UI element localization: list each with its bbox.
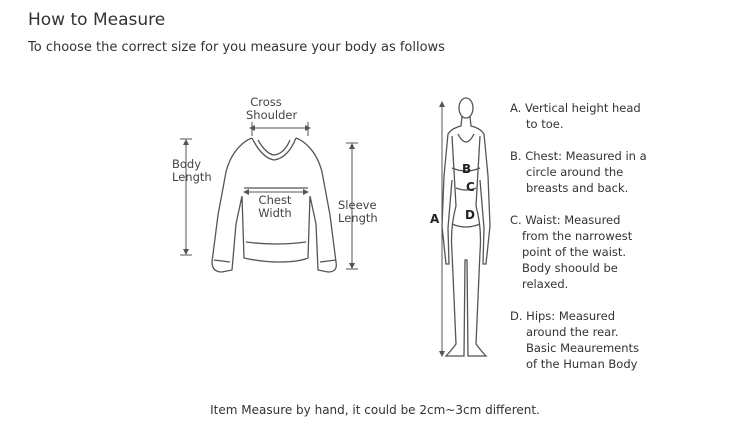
sleeve-length-label: Sleeve Length bbox=[338, 198, 378, 225]
letter-d: D bbox=[465, 208, 475, 222]
note-d: D. Hips: Measured around the rear. Basic… bbox=[510, 309, 640, 371]
letter-c: C bbox=[466, 180, 475, 194]
footer-note: Item Measure by hand, it could be 2cm~3c… bbox=[210, 403, 540, 417]
note-c: C. Waist: Measured from the narrowest po… bbox=[510, 213, 633, 291]
cross-shoulder-label: Cross Shoulder bbox=[246, 95, 298, 122]
letter-b: B bbox=[462, 162, 472, 176]
page-subtitle: To choose the correct size for you measu… bbox=[28, 40, 445, 55]
note-a: A. Vertical height head to toe. bbox=[510, 101, 641, 131]
body-length-label: Body Length bbox=[172, 157, 212, 184]
human-figure bbox=[441, 97, 491, 357]
letter-a: A bbox=[430, 212, 440, 226]
note-b: B. Chest: Measured in a circle around th… bbox=[510, 149, 647, 195]
page-title: How to Measure bbox=[28, 10, 166, 30]
chest-width-label: Chest Width bbox=[258, 193, 292, 220]
sweater-drawing bbox=[211, 137, 337, 273]
